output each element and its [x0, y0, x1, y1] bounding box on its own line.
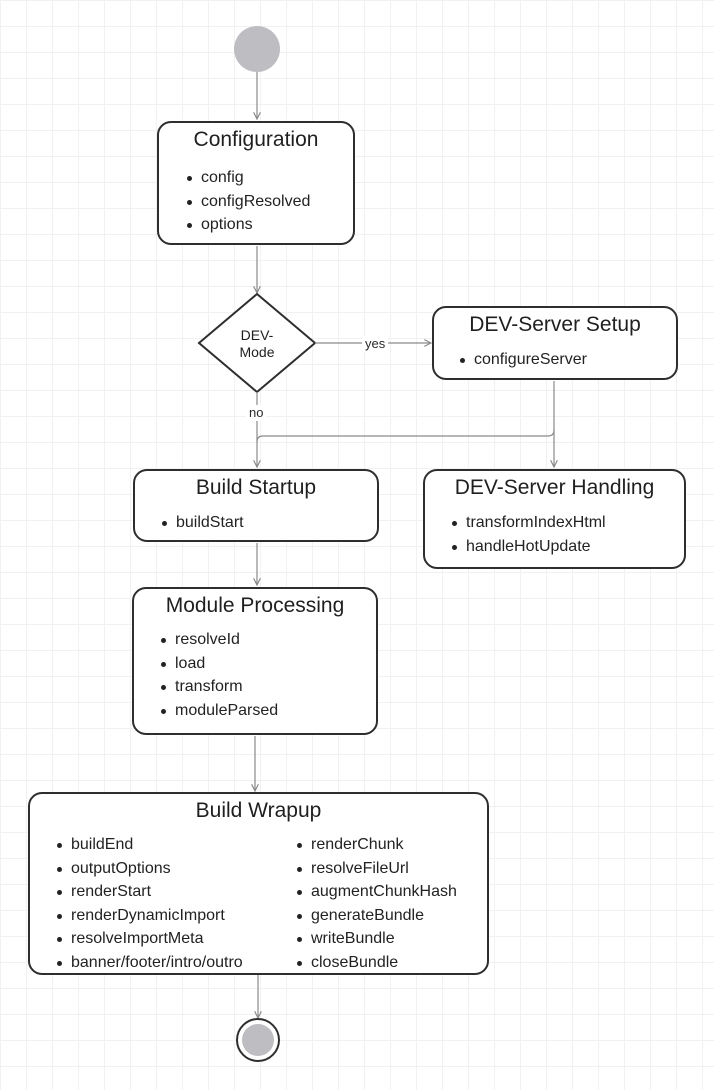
build-wrapup-columns: buildEnd outputOptions renderStart rende… — [55, 833, 487, 974]
list-item: config — [185, 166, 353, 190]
decision-label-line1: DEV- — [240, 327, 274, 343]
list-item: generateBundle — [295, 904, 457, 928]
module-processing-title: Module Processing — [165, 594, 345, 617]
list-item: configResolved — [185, 190, 353, 214]
list-item: handleHotUpdate — [450, 535, 684, 559]
list-item: options — [185, 213, 353, 237]
list-item: writeBundle — [295, 927, 457, 951]
module-processing-hook-list: resolveId load transform moduleParsed — [159, 628, 376, 722]
dev-server-handling-title: DEV-Server Handling — [454, 476, 655, 499]
list-item: closeBundle — [295, 951, 457, 975]
configuration-title: Configuration — [193, 128, 319, 151]
configuration-hook-list: config configResolved options — [185, 166, 353, 237]
list-item: transformIndexHtml — [450, 511, 684, 535]
list-item: configureServer — [458, 348, 676, 372]
list-item: load — [159, 652, 376, 676]
decision-label: DEV- Mode — [222, 327, 292, 361]
build-wrapup-hook-list-right: renderChunk resolveFileUrl augmentChunkH… — [295, 833, 457, 974]
list-item: buildStart — [160, 511, 377, 535]
dev-server-setup-title: DEV-Server Setup — [469, 313, 641, 336]
start-node — [234, 26, 280, 72]
build-startup-hook-list: buildStart — [160, 511, 377, 535]
list-item: resolveFileUrl — [295, 857, 457, 881]
dev-server-handling-hook-list: transformIndexHtml handleHotUpdate — [450, 511, 684, 558]
build-startup-node: Build Startup buildStart — [133, 469, 379, 542]
build-wrapup-hook-list-left: buildEnd outputOptions renderStart rende… — [55, 833, 295, 974]
list-item: banner/footer/intro/outro — [55, 951, 295, 975]
dev-server-handling-node: DEV-Server Handling transformIndexHtml h… — [423, 469, 686, 569]
list-item: transform — [159, 675, 376, 699]
list-item: outputOptions — [55, 857, 295, 881]
list-item: buildEnd — [55, 833, 295, 857]
end-node — [242, 1024, 274, 1056]
build-wrapup-title: Build Wrapup — [195, 799, 322, 822]
list-item: resolveId — [159, 628, 376, 652]
edge-devsetup-to-buildstartup — [256, 429, 555, 443]
build-wrapup-node: Build Wrapup buildEnd outputOptions rend… — [28, 792, 489, 975]
configuration-node: Configuration config configResolved opti… — [157, 121, 355, 245]
list-item: moduleParsed — [159, 699, 376, 723]
build-startup-title: Build Startup — [195, 476, 317, 499]
list-item: augmentChunkHash — [295, 880, 457, 904]
list-item: renderChunk — [295, 833, 457, 857]
dev-server-setup-node: DEV-Server Setup configureServer — [432, 306, 678, 380]
list-item: renderStart — [55, 880, 295, 904]
dev-server-setup-hook-list: configureServer — [458, 348, 676, 372]
module-processing-node: Module Processing resolveId load transfo… — [132, 587, 378, 735]
edge-label-yes: yes — [362, 336, 389, 352]
list-item: resolveImportMeta — [55, 927, 295, 951]
list-item: renderDynamicImport — [55, 904, 295, 928]
decision-label-line2: Mode — [239, 344, 275, 360]
edge-label-no: no — [246, 405, 267, 421]
